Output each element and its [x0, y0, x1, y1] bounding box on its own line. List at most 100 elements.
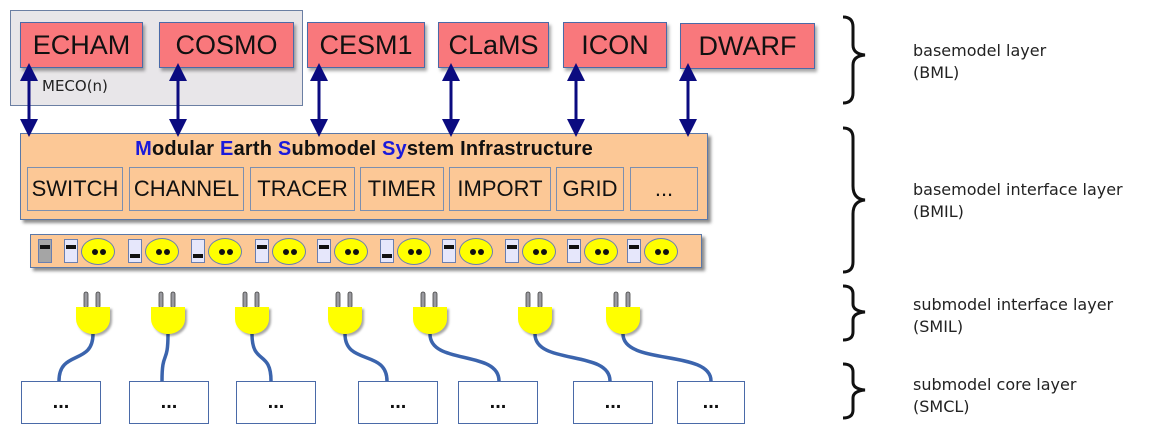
layer-label-bmil: basemodel interface layer (BMIL) [913, 179, 1123, 223]
layer-label-bml: basemodel layer (BML) [913, 40, 1046, 84]
plug-body [413, 307, 447, 334]
title-segment: arth [233, 138, 278, 160]
switch-lever [130, 254, 140, 258]
switch[interactable] [505, 239, 519, 263]
layer-abbr: (SMCL) [913, 397, 970, 416]
title-segment: ubmodel [291, 138, 382, 160]
submodel-core: ... [21, 381, 101, 424]
socket-hole [655, 249, 661, 255]
submodel-core: ... [358, 381, 438, 424]
submodel-core: ... [458, 381, 538, 424]
plug [606, 291, 640, 334]
title-segment: odular [151, 138, 221, 160]
socket-hole [470, 249, 476, 255]
switch[interactable] [380, 239, 394, 263]
switch-lever [257, 245, 267, 249]
switch-lever [319, 245, 329, 249]
master-switch[interactable] [38, 239, 52, 263]
layer-abbr: (BML) [913, 63, 960, 82]
plug [518, 291, 552, 334]
plug [151, 291, 185, 334]
plug-pin [420, 291, 426, 309]
layer-name: basemodel layer [913, 41, 1047, 60]
socket-hole [345, 249, 351, 255]
basemodel-icon: ICON [563, 22, 667, 68]
switch[interactable] [64, 239, 78, 263]
module-grid: GRID [556, 167, 624, 211]
socket [459, 238, 493, 265]
socket-hole [164, 249, 170, 255]
socket-hole [219, 249, 225, 255]
title-segment: Sy [381, 138, 407, 160]
switch-lever [444, 245, 454, 249]
title-segment: M [135, 138, 152, 160]
socket-hole [283, 249, 289, 255]
plug-body [606, 307, 640, 334]
switch[interactable] [191, 239, 205, 263]
module-channel: CHANNEL [129, 167, 244, 211]
module-more: ... [630, 167, 698, 211]
basemodel-dwarf: DWARF [680, 23, 815, 69]
basemodel-clams: CLaMS [438, 22, 549, 68]
basemodel-cosmo: COSMO [159, 22, 294, 68]
plug-pin [254, 291, 260, 309]
switch-lever [629, 245, 639, 249]
cable [343, 333, 389, 382]
module-tracer: TRACER [250, 167, 355, 211]
plug [235, 291, 269, 334]
cable [250, 333, 273, 382]
switch[interactable] [255, 239, 269, 263]
plug-pin [242, 291, 248, 309]
socket-hole [156, 249, 162, 255]
plug-body [151, 307, 185, 334]
plug-pin [537, 291, 543, 309]
switch[interactable] [442, 239, 456, 263]
plug-pin [95, 291, 101, 309]
submodel-core: ... [129, 381, 209, 424]
socket-hole [478, 249, 484, 255]
layer-name: submodel interface layer [913, 295, 1114, 314]
layer-abbr: (SMIL) [913, 317, 964, 336]
socket [145, 238, 179, 265]
switch-lever [569, 245, 579, 249]
submodel-core: ... [677, 381, 745, 424]
socket-hole [100, 249, 106, 255]
socket-hole [291, 249, 297, 255]
plug-body [76, 307, 110, 334]
title-segment: E [220, 138, 234, 160]
socket-hole [603, 249, 609, 255]
layer-label-smil: submodel interface layer (SMIL) [913, 294, 1113, 338]
title-segment: stem Infrastructure [406, 138, 593, 160]
socket-hole [541, 249, 547, 255]
plug-pin [525, 291, 531, 309]
socket-hole [227, 249, 233, 255]
module-switch: SWITCH [27, 167, 123, 211]
socket [81, 238, 115, 265]
plug-body [328, 307, 362, 334]
plug-pin [613, 291, 619, 309]
brace-bml [842, 15, 866, 105]
switch[interactable] [627, 239, 641, 263]
socket [397, 238, 431, 265]
socket-hole [663, 249, 669, 255]
submodel-core: ... [236, 381, 316, 424]
socket-hole [92, 249, 98, 255]
plug [76, 291, 110, 334]
socket-hole [353, 249, 359, 255]
switch[interactable] [567, 239, 581, 263]
meco-group-label: MECO(n) [42, 77, 108, 95]
plug-pin [170, 291, 176, 309]
switch[interactable] [317, 239, 331, 263]
cable [533, 333, 612, 382]
socket-hole [416, 249, 422, 255]
plug-pin [432, 291, 438, 309]
socket-hole [533, 249, 539, 255]
plug [328, 291, 362, 334]
switch-lever [193, 254, 203, 258]
socket [208, 238, 242, 265]
basemodel-cesm1: CESM1 [307, 22, 425, 68]
switch[interactable] [128, 239, 142, 263]
socket [522, 238, 556, 265]
brace-smcl [842, 362, 866, 420]
